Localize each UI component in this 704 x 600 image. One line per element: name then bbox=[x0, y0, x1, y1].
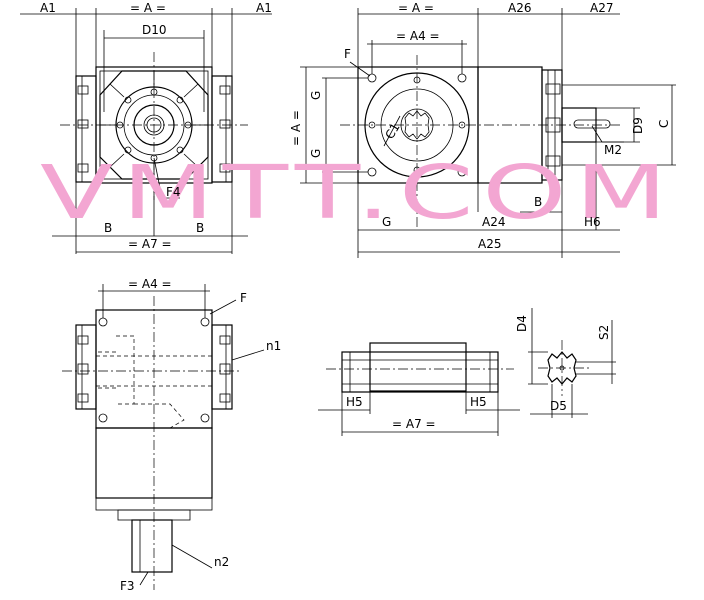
label-m2: M2 bbox=[604, 143, 622, 157]
label-b-side: B bbox=[534, 195, 542, 209]
label-a7-shaft: = A7 = bbox=[392, 417, 436, 431]
watermark: VMTT.COM bbox=[40, 150, 676, 236]
label-a25: A25 bbox=[478, 237, 501, 251]
label-a-vert: = A = bbox=[289, 110, 303, 146]
label-a-top2: = A = bbox=[398, 1, 434, 15]
dimension-labels: A1 = A = A1 D10 F4 B B = A7 = = A = A26 … bbox=[40, 1, 671, 593]
label-f4: F4 bbox=[166, 185, 181, 199]
label-b-left: B bbox=[104, 221, 112, 235]
label-h6: H6 bbox=[584, 215, 601, 229]
label-d9: D9 bbox=[631, 117, 645, 134]
label-a24: A24 bbox=[482, 215, 505, 229]
front-view-dimensions bbox=[20, 8, 272, 254]
lower-view-dimensions bbox=[98, 284, 265, 586]
label-a1-right: A1 bbox=[256, 1, 272, 15]
label-a26: A26 bbox=[508, 1, 531, 15]
label-f-top: F bbox=[344, 47, 351, 61]
label-g-down: G bbox=[309, 149, 323, 158]
label-d10: D10 bbox=[142, 23, 167, 37]
label-a4-top: = A4 = bbox=[396, 29, 440, 43]
shaft-view bbox=[318, 308, 616, 436]
label-c: C bbox=[657, 120, 671, 128]
label-a27: A27 bbox=[590, 1, 613, 15]
label-h5-left: H5 bbox=[346, 395, 363, 409]
lower-view bbox=[62, 296, 240, 590]
label-d5: D5 bbox=[550, 399, 567, 413]
label-d4: D4 bbox=[515, 315, 529, 332]
label-a4-bottom: = A4 = bbox=[128, 277, 172, 291]
label-g-up: G bbox=[309, 91, 323, 100]
label-n1: n1 bbox=[266, 339, 281, 353]
label-b-right: B bbox=[196, 221, 204, 235]
label-f3: F3 bbox=[120, 579, 135, 593]
label-c1: C1 bbox=[382, 121, 402, 142]
side-view bbox=[340, 55, 620, 230]
label-h5-right: H5 bbox=[470, 395, 487, 409]
label-a7-front: = A7 = bbox=[128, 237, 172, 251]
label-f-bottom: F bbox=[240, 291, 247, 305]
label-n2: n2 bbox=[214, 555, 229, 569]
label-s2: S2 bbox=[597, 325, 611, 340]
side-view-dimensions bbox=[300, 8, 676, 258]
label-a-top: = A = bbox=[130, 1, 166, 15]
label-g-bottom: G bbox=[382, 215, 391, 229]
label-a1-left: A1 bbox=[40, 1, 56, 15]
